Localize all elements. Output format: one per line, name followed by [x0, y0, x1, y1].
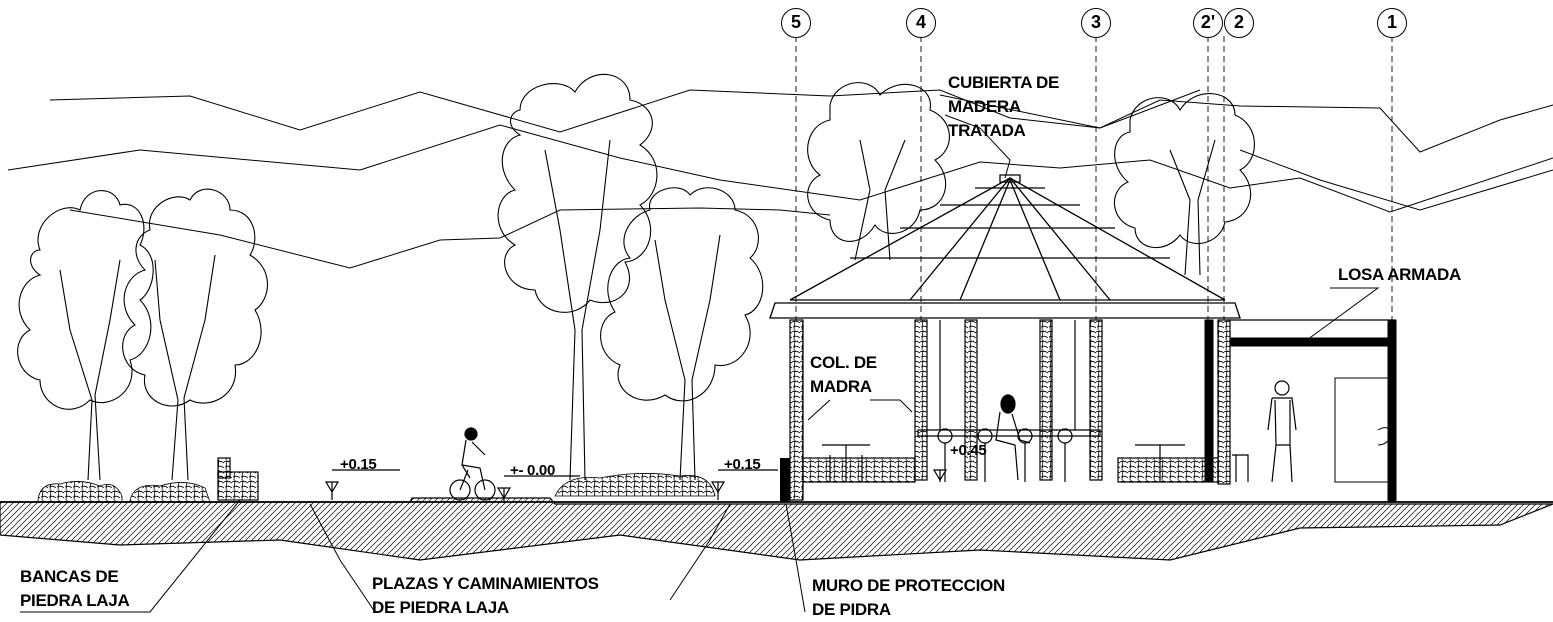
person-standing: [1267, 380, 1297, 483]
tree-right: [1113, 93, 1255, 276]
stone-columns: [789, 319, 1231, 501]
tree-center-right: [600, 187, 764, 481]
tree-center-large: [497, 73, 658, 481]
axis-marker-4: 4: [906, 8, 936, 38]
level-label-3: +0.15: [724, 456, 761, 473]
label-plazas-2: DE PIEDRA LAJA: [372, 598, 509, 617]
level-label-2: +- 0.00: [510, 462, 556, 479]
axis-marker-2: 2: [1224, 8, 1254, 38]
axis-marker-1: 1: [1377, 8, 1407, 38]
label-columna-2: MADRA: [810, 377, 872, 396]
mountain-outline: [7, 89, 1553, 269]
label-bancas-2: PIEDRA LAJA: [20, 591, 130, 610]
axis-grid-lines: [795, 36, 1393, 320]
level-label-1: +0.15: [340, 456, 377, 473]
protection-wall: [780, 458, 790, 502]
level-label-4: +0.45: [950, 442, 987, 459]
label-muro-1: MURO DE PROTECCION: [812, 576, 1005, 595]
tree-left-2: [122, 188, 268, 481]
label-cubierta-3: TRATADA: [948, 121, 1026, 140]
label-cubierta-2: MADERA: [948, 97, 1021, 116]
cyclist-figure: [449, 427, 496, 501]
label-cubierta-1: CUBIERTA DE: [948, 73, 1059, 92]
pavilion-roof: [769, 174, 1241, 319]
leader-lines: [20, 89, 1380, 613]
axis-marker-2-prime: 2': [1193, 8, 1223, 38]
label-bancas-1: BANCAS DE: [20, 567, 119, 586]
tree-behind-roof: [807, 82, 950, 261]
tree-left-1: [17, 190, 154, 481]
shrubs: [37, 473, 716, 503]
label-plazas-1: PLAZAS Y CAMINAMIENTOS: [372, 574, 599, 593]
furniture: [802, 428, 1249, 483]
axis-marker-5: 5: [781, 8, 811, 38]
stone-bench: [217, 457, 259, 501]
person-seated: [995, 394, 1031, 481]
level-markers: [324, 469, 948, 502]
slab-building: [1204, 319, 1397, 503]
axis-marker-3: 3: [1081, 8, 1111, 38]
label-columna-1: COL. DE: [810, 353, 877, 372]
label-losa-armada: LOSA ARMADA: [1338, 265, 1461, 284]
ground-section: [0, 497, 1553, 561]
label-muro-2: DE PIDRA: [812, 600, 891, 619]
